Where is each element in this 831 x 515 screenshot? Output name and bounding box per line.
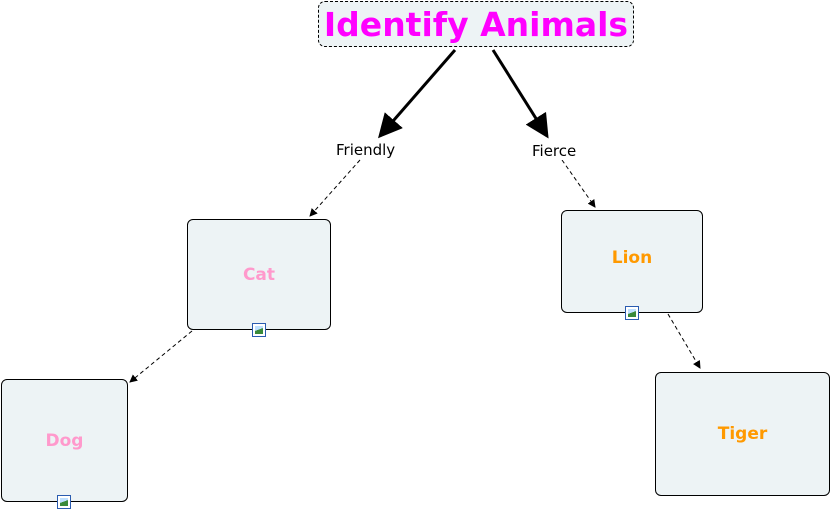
connector-fierce-lion <box>561 159 596 208</box>
concept-tiger-label: Tiger <box>717 424 768 444</box>
concept-cat[interactable]: Cat <box>187 219 331 330</box>
connector-lion-tiger <box>667 313 701 369</box>
connector-friendly-cat <box>309 159 361 217</box>
connector-title-friendly <box>378 49 457 139</box>
connector-title-fierce <box>491 49 549 139</box>
concept-cat-label: Cat <box>242 264 276 285</box>
image-icon[interactable] <box>252 323 266 337</box>
link-label-fierce[interactable]: Fierce <box>532 142 577 160</box>
image-icon[interactable] <box>57 495 71 509</box>
concept-tiger[interactable]: Tiger <box>655 372 830 496</box>
concept-dog-label: Dog <box>45 430 84 451</box>
connector-cat-dog <box>129 330 193 383</box>
concept-dog[interactable]: Dog <box>1 379 128 502</box>
root-concept-title[interactable]: Identify Animals <box>318 1 634 47</box>
concept-lion-label: Lion <box>611 247 653 268</box>
image-icon[interactable] <box>625 306 639 320</box>
link-label-friendly[interactable]: Friendly <box>336 141 396 159</box>
concept-lion[interactable]: Lion <box>561 210 703 313</box>
